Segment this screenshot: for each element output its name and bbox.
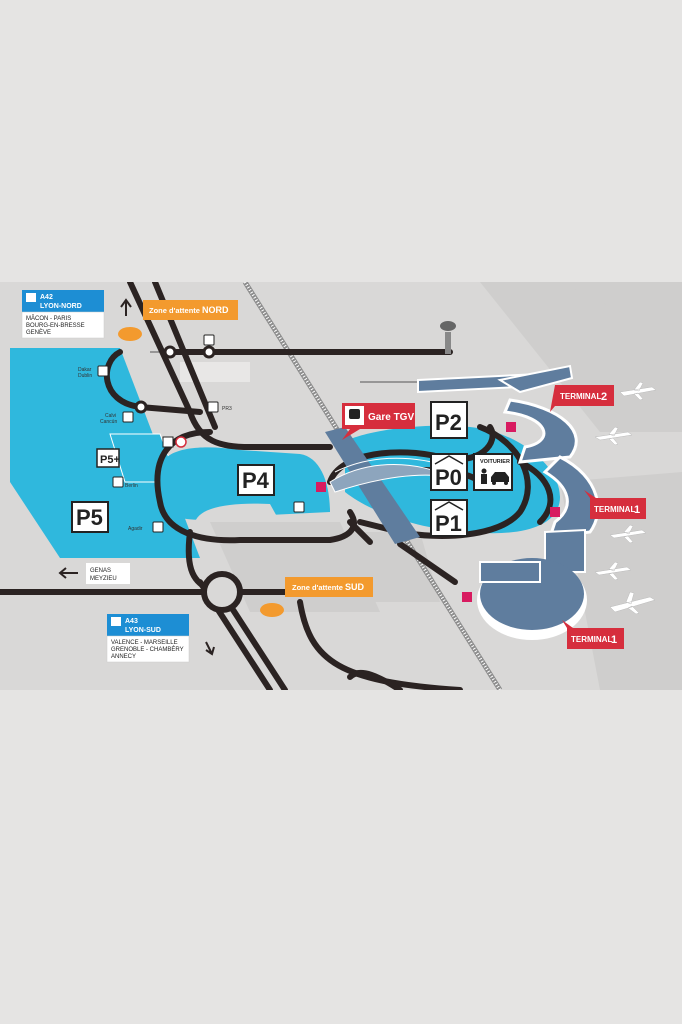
- highway-north-sign: A42 LYON-NORD MÂCON - PARIS BOURG-EN-BRE…: [21, 290, 105, 339]
- parking-p4-inner: [195, 503, 280, 522]
- highway-north-destination: MÂCON - PARIS: [26, 315, 71, 322]
- p-plus-icon: [316, 422, 560, 602]
- svg-text:MEYZIEU: MEYZIEU: [90, 576, 117, 582]
- svg-text:P5: P5: [76, 505, 103, 530]
- svg-text:P5+: P5+: [100, 454, 120, 466]
- svg-text:2: 2: [601, 391, 607, 403]
- svg-text:Gare TGV: Gare TGV: [368, 412, 414, 423]
- zone-nord-label: Zone d'attente NORD: [143, 300, 238, 320]
- terminal-2-label[interactable]: TERMINAL 2: [550, 385, 614, 412]
- highway-south-sign: A43 LYON-SUD VALENCE - MARSEILLE GRENOBL…: [106, 614, 190, 663]
- junction-node: [163, 345, 177, 359]
- parking-sign-p0[interactable]: P0: [430, 453, 468, 491]
- arrow-west-icon: [58, 567, 78, 579]
- svg-text:P2: P2: [435, 410, 462, 435]
- svg-text:P0: P0: [435, 465, 462, 490]
- svg-text:TERMINAL: TERMINAL: [594, 505, 635, 514]
- svg-text:Cancún: Cancún: [100, 419, 117, 425]
- roundabout: [201, 571, 243, 613]
- svg-text:P4: P4: [242, 468, 270, 493]
- svg-text:VOITURIER: VOITURIER: [480, 459, 510, 465]
- pr3-label: PR3: [222, 406, 232, 412]
- svg-text:1: 1: [611, 634, 617, 646]
- highway-icon: [111, 617, 121, 626]
- p5-area-labels: Dakar Dublin Calvi Cancún Berlin Agadir: [78, 367, 143, 532]
- svg-text:Zone d'attente NORD: Zone d'attente NORD: [149, 305, 229, 315]
- gare-tgv-label[interactable]: Gare TGV: [342, 403, 415, 440]
- highway-north-name: LYON-NORD: [40, 303, 82, 310]
- parking-sign-p5[interactable]: P5: [71, 501, 109, 533]
- svg-text:ANNECY: ANNECY: [111, 654, 136, 660]
- airplane-icon: [594, 381, 657, 615]
- svg-text:1: 1: [634, 504, 640, 516]
- zone-sud-label: Zone d'attente SUD: [285, 577, 373, 597]
- junction-node: [134, 400, 148, 414]
- svg-text:Zone d'attente SUD: Zone d'attente SUD: [292, 582, 365, 592]
- highway-south-name: LYON-SUD: [125, 627, 161, 634]
- arrow-north-icon: [120, 298, 132, 316]
- zone-sud-marker: [260, 603, 284, 617]
- svg-text:TERMINAL: TERMINAL: [560, 392, 601, 401]
- highway-north-destination: GENÈVE: [26, 329, 51, 336]
- highway-icon: [26, 293, 36, 302]
- terminal-1-upper-label[interactable]: TERMINAL 1: [584, 490, 646, 519]
- zone-nord-marker: [118, 327, 142, 341]
- airport-map: A42 LYON-NORD MÂCON - PARIS BOURG-EN-BRE…: [0, 282, 682, 690]
- svg-text:TERMINAL: TERMINAL: [571, 635, 612, 644]
- shop-icon: [175, 436, 187, 448]
- fuel-icon: [162, 436, 174, 448]
- terminal-buildings: [417, 364, 600, 640]
- parking-sign-p2[interactable]: P2: [430, 401, 468, 439]
- valet-person-icon: [481, 468, 487, 484]
- svg-text:GENAS: GENAS: [90, 568, 111, 574]
- parking-sign-p4[interactable]: P4: [237, 464, 275, 496]
- svg-text:Dublin: Dublin: [78, 373, 92, 379]
- car-icon: [491, 472, 509, 485]
- svg-text:VALENCE - MARSEILLE: VALENCE - MARSEILLE: [111, 640, 178, 646]
- svg-text:GRENOBLE - CHAMBÉRY: GRENOBLE - CHAMBÉRY: [111, 646, 184, 653]
- exit-genas-sign: GENAS MEYZIEU: [58, 563, 130, 584]
- svg-text:Calvi: Calvi: [105, 413, 116, 419]
- svg-text:Berlin: Berlin: [125, 483, 138, 489]
- highway-north-destination: BOURG-EN-BRESSE: [26, 323, 85, 329]
- voiturier-sign[interactable]: VOITURIER: [473, 453, 513, 491]
- svg-text:Dakar: Dakar: [78, 367, 92, 373]
- svg-text:Agadir: Agadir: [128, 526, 143, 532]
- highway-south-code: A43: [125, 618, 138, 625]
- terminal-1-lower-label[interactable]: TERMINAL 1: [562, 620, 624, 649]
- junction-node: [202, 345, 216, 359]
- parking-sign-p1[interactable]: P1: [430, 499, 468, 537]
- arrow-south-icon: [205, 641, 215, 656]
- parking-sign-p5plus[interactable]: P5+: [96, 448, 120, 468]
- highway-north-code: A42: [40, 294, 53, 301]
- bus-icon: [97, 334, 305, 533]
- control-tower-icon: [440, 321, 456, 354]
- svg-text:P1: P1: [435, 511, 462, 536]
